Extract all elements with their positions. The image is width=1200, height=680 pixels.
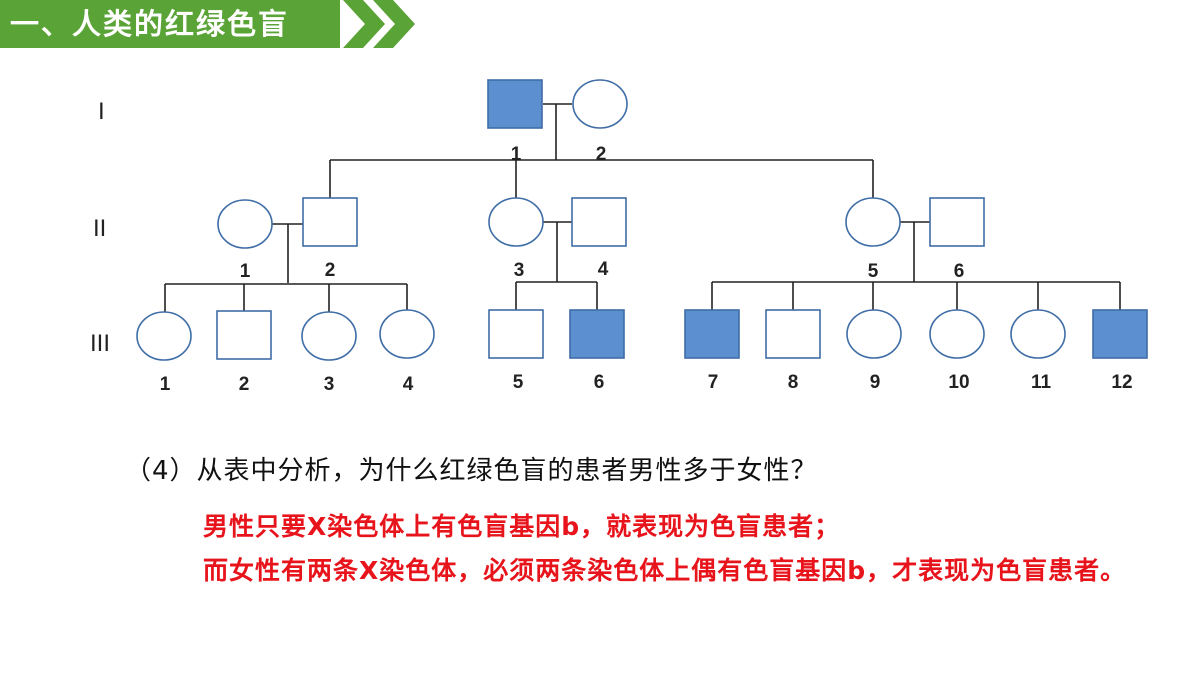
generation-label-3: III (90, 330, 111, 357)
answer-line-1: 男性只要X染色体上有色盲基因b，就表现为色盲患者； (203, 512, 841, 541)
person-number-I-1: 1 (511, 144, 522, 165)
section-title: 一、人类的红绿色盲 (0, 0, 340, 48)
person-number-III-2: 2 (239, 374, 250, 395)
person-number-III-7: 7 (708, 372, 719, 393)
person-number-II-2: 2 (325, 260, 336, 281)
person-number-III-6: 6 (594, 372, 605, 393)
generation-label-1: I (98, 98, 105, 125)
person-number-III-11: 11 (1031, 372, 1052, 393)
male-affected-III-12 (1092, 309, 1148, 359)
male-unaffected-II-2 (302, 197, 358, 247)
person-number-III-5: 5 (513, 372, 524, 393)
female-unaffected-II-5 (845, 197, 901, 247)
female-unaffected-III-3 (301, 311, 357, 361)
male-unaffected-II-6 (929, 197, 985, 247)
male-unaffected-III-8 (765, 309, 821, 359)
male-affected-I-1 (487, 79, 543, 129)
answer-block: 男性只要X染色体上有色盲基因b，就表现为色盲患者； 而女性有两条X染色体，必须两… (127, 505, 1147, 593)
person-number-II-6: 6 (954, 261, 965, 282)
female-unaffected-II-1 (217, 199, 273, 249)
double-chevron-right-icon (343, 0, 415, 48)
female-unaffected-III-10 (929, 309, 985, 359)
person-number-III-12: 12 (1111, 372, 1132, 393)
person-number-III-1: 1 (160, 374, 171, 395)
female-unaffected-I-2 (572, 79, 628, 129)
person-number-III-9: 9 (870, 372, 881, 393)
male-affected-III-6 (569, 309, 625, 359)
person-number-II-5: 5 (868, 261, 879, 282)
female-unaffected-III-9 (846, 309, 902, 359)
generation-label-2: II (93, 215, 107, 242)
person-number-II-1: 1 (240, 261, 251, 282)
male-unaffected-II-4 (571, 197, 627, 247)
male-unaffected-III-2 (216, 310, 272, 360)
person-number-III-8: 8 (788, 372, 799, 393)
person-number-III-10: 10 (948, 372, 969, 393)
female-unaffected-III-1 (136, 311, 192, 361)
person-number-I-2: 2 (596, 144, 607, 165)
person-number-II-3: 3 (514, 260, 525, 281)
male-affected-III-7 (684, 309, 740, 359)
question-text: （4）从表中分析，为什么红绿色盲的患者男性多于女性？ (125, 456, 818, 486)
person-number-III-3: 3 (324, 374, 335, 395)
female-unaffected-II-3 (488, 197, 544, 247)
female-unaffected-III-11 (1010, 309, 1066, 359)
male-unaffected-III-5 (488, 309, 544, 359)
person-number-II-4: 4 (598, 259, 609, 280)
answer-line-2: 而女性有两条X染色体，必须两条染色体上偶有色盲基因b，才表现为色盲患者。 (203, 556, 1127, 585)
person-number-III-4: 4 (403, 374, 414, 395)
female-unaffected-III-4 (379, 309, 435, 359)
